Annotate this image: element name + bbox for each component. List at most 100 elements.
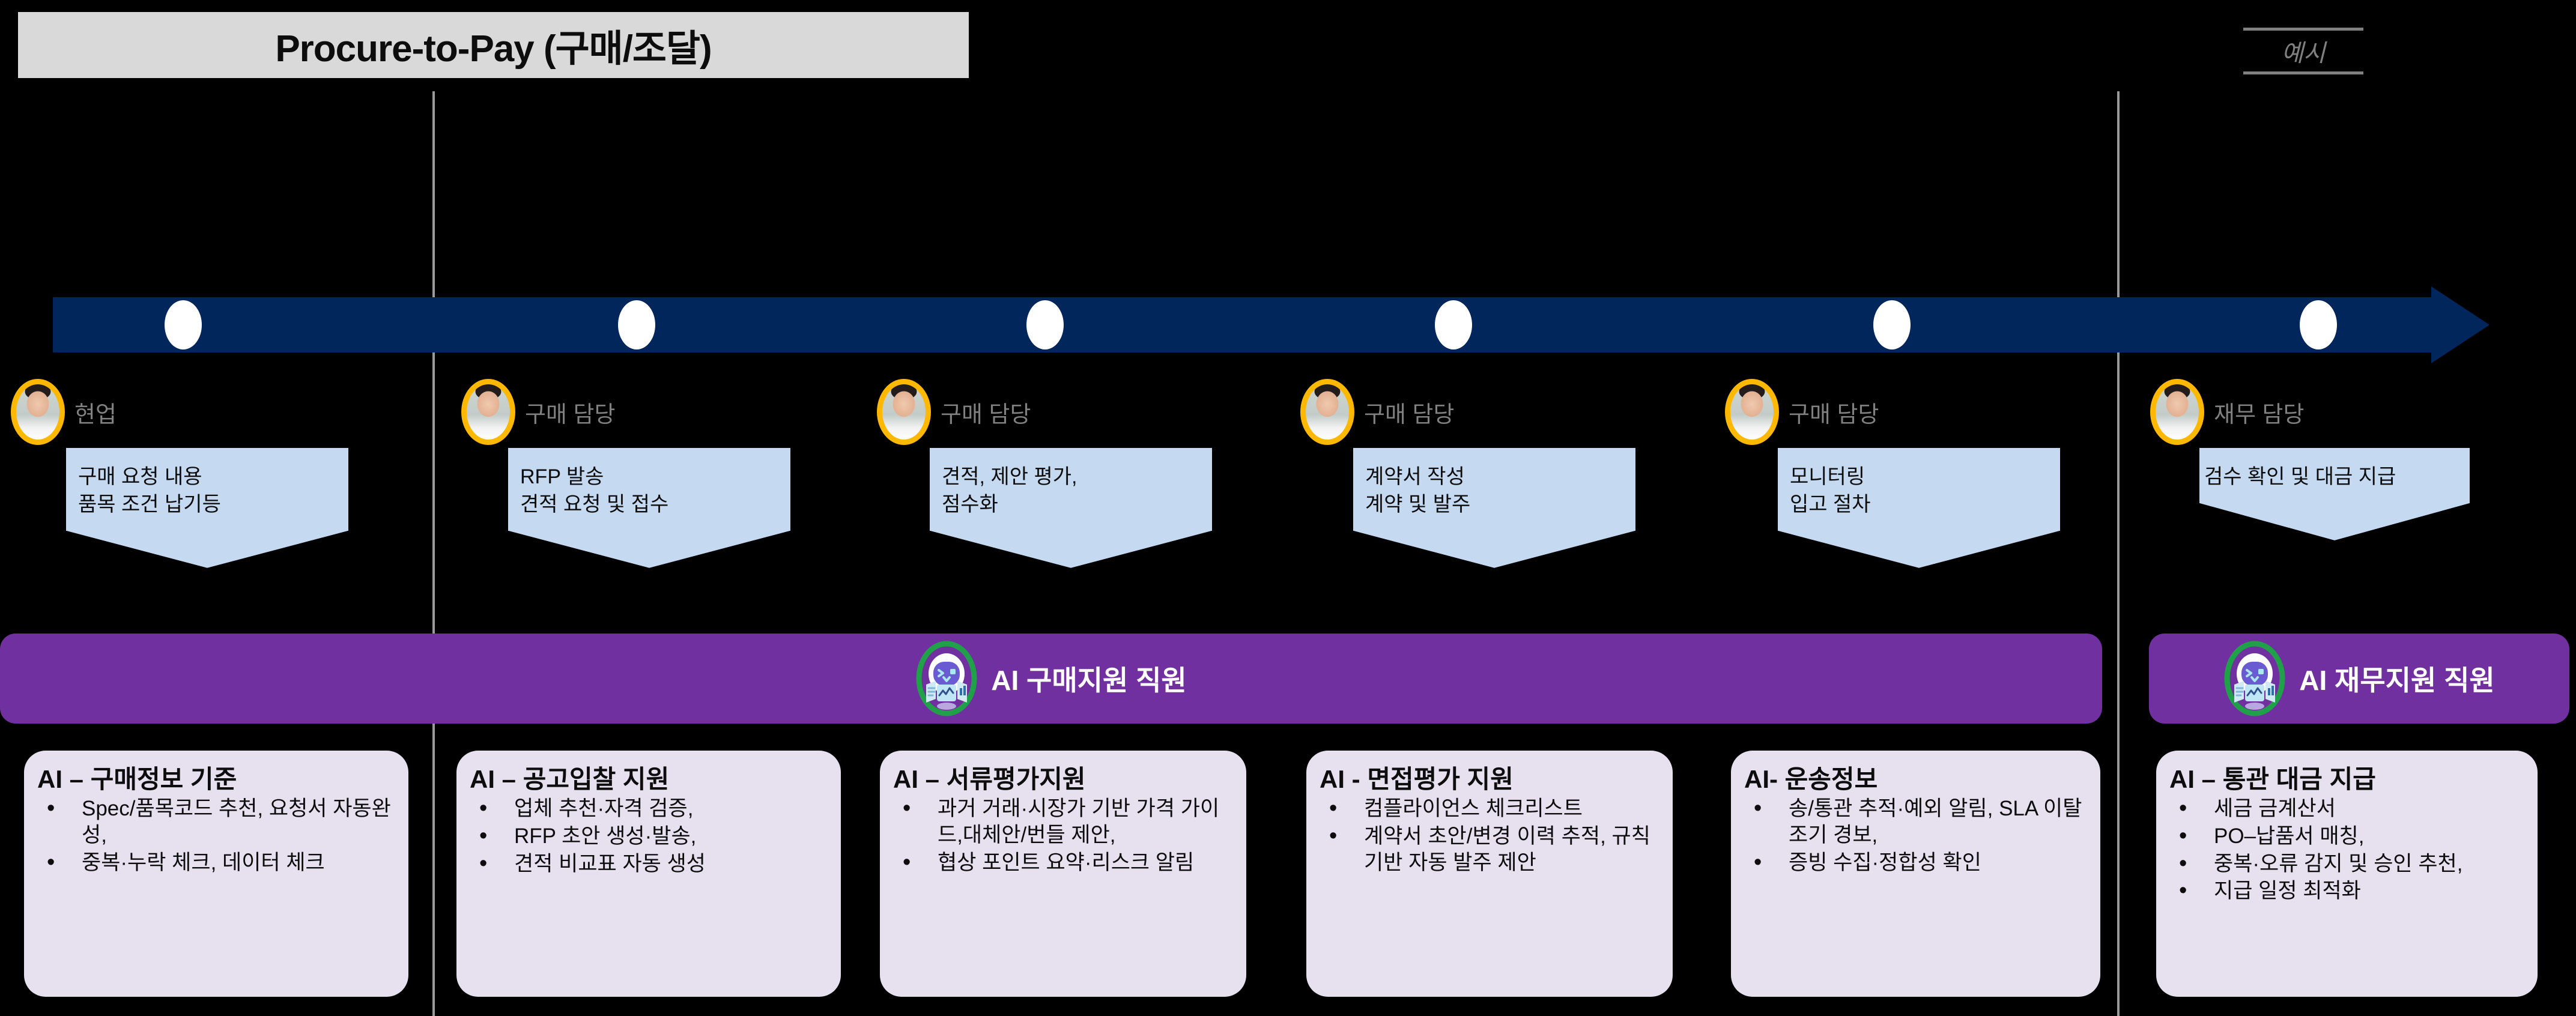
persona-task-line: 점수화 [942, 492, 998, 516]
ai-capability-card[interactable]: AI- 운송정보 송/통관 추적·예외 알림, SLA 이탈 조기 경보, 증빙… [1731, 751, 2100, 997]
ai-capability-card[interactable]: AI – 서류평가지원 과거 거래·시장가 기반 가격 가이드,대체안/번들 제… [880, 751, 1246, 997]
persona-task-line: RFP 발송 [520, 465, 604, 488]
pennant-tail-icon [1778, 530, 2060, 568]
ai-finance-banner: AI 재무지원 직원 [2149, 633, 2569, 724]
ai-card-bullet: 협상 포인트 요약·리스크 알림 [893, 848, 1234, 877]
persona-column: 구매 담당 RFP 발송 견적 요청 및 접수 [461, 379, 790, 568]
avatar-ring [877, 379, 931, 445]
avatar [2150, 379, 2204, 445]
ai-card-bullet: 중복·누락 체크, 데이터 체크 [37, 848, 396, 877]
ai-card-bullet-list: Spec/품목코드 추천, 요청서 자동완성, 중복·누락 체크, 데이터 체크 [37, 794, 396, 877]
example-badge: 예시 [2243, 28, 2363, 74]
persona-role-label: 구매 담당 [1789, 402, 1879, 428]
avatar-ring [1725, 379, 1779, 445]
persona-task-line: 견적 요청 및 접수 [520, 492, 669, 516]
avatar [1300, 379, 1354, 445]
ai-card-bullet: 견적 비교표 자동 생성 [470, 850, 829, 878]
avatar [877, 379, 931, 445]
persona-header: 구매 담당 [877, 379, 1212, 445]
ai-card-title: AI – 서류평가지원 [893, 765, 1086, 793]
ai-card-bullet: 증빙 수집·정합성 확인 [1744, 848, 2088, 877]
persona-header: 구매 담당 [1300, 379, 1635, 445]
pennant-tail-icon [2199, 503, 2470, 540]
avatar-ring [11, 379, 65, 445]
persona-task-pennant: RFP 발송 견적 요청 및 접수 [508, 448, 790, 568]
persona-role-label: 구매 담당 [941, 402, 1031, 428]
persona-task-line: 계약 및 발주 [1365, 492, 1471, 516]
ai-card-bullet: 세금 금계산서 [2169, 794, 2526, 823]
section-divider-right [2117, 91, 2120, 1016]
page-title: Procure-to-Pay (구매/조달) [275, 28, 712, 70]
persona-task-line: 입고 절차 [1790, 492, 1871, 516]
pennant-tail-icon [1353, 530, 1635, 568]
ai-card-bullet: RFP 초안 생성·발송, [470, 822, 829, 850]
persona-task-line: 견적, 제안 평가, [942, 465, 1077, 488]
ai-capability-card[interactable]: AI – 통관 대금 지급 세금 금계산서 PO–납품서 매칭, 중복·오류 감… [2156, 751, 2538, 997]
ai-card-bullet-list: 세금 금계산서 PO–납품서 매칭, 중복·오류 감지 및 승인 추천, 지급 … [2169, 794, 2526, 905]
ai-robot-icon [915, 640, 978, 717]
timeline-node[interactable] [1026, 300, 1064, 349]
persona-header: 재무 담당 [2150, 379, 2470, 445]
avatar-ring [1300, 379, 1354, 445]
ai-capability-card[interactable]: AI – 공고입찰 지원 업체 추천·자격 검증, RFP 초안 생성·발송, … [456, 751, 841, 997]
persona-task-line: 계약서 작성 [1365, 465, 1465, 488]
ai-card-bullet-list: 송/통관 추적·예외 알림, SLA 이탈 조기 경보, 증빙 수집·정합성 확… [1744, 794, 2088, 877]
timeline-node[interactable] [1435, 300, 1472, 349]
ai-card-bullet: Spec/품목코드 추천, 요청서 자동완성, [37, 794, 396, 848]
process-timeline-arrow [53, 286, 2490, 363]
ai-card-bullet: PO–납품서 매칭, [2169, 822, 2526, 850]
timeline-bar [53, 297, 2431, 352]
timeline-node[interactable] [618, 300, 655, 349]
persona-role-label: 구매 담당 [525, 402, 616, 428]
ai-capability-card[interactable]: AI – 구매정보 기준 Spec/품목코드 추천, 요청서 자동완성, 중복·… [24, 751, 408, 997]
ai-card-bullet-list: 업체 추천·자격 검증, RFP 초안 생성·발송, 견적 비교표 자동 생성 [470, 794, 829, 878]
persona-role-label: 재무 담당 [2214, 402, 2305, 428]
persona-column: 재무 담당 검수 확인 및 대금 지급 [2150, 379, 2470, 540]
avatar [461, 379, 515, 445]
avatar [11, 379, 65, 445]
ai-card-title: AI – 통관 대금 지급 [2169, 765, 2376, 793]
persona-header: 구매 담당 [1725, 379, 2060, 445]
ai-banner-label: AI 재무지원 직원 [2299, 665, 2495, 696]
ai-capability-card[interactable]: AI - 면접평가 지원 컴플라이언스 체크리스트 계약서 초안/변경 이력 추… [1306, 751, 1673, 997]
section-divider-left [432, 91, 435, 1016]
persona-task-pennant: 검수 확인 및 대금 지급 [2199, 448, 2470, 540]
avatar [1725, 379, 1779, 445]
persona-column: 구매 담당 계약서 작성 계약 및 발주 [1300, 379, 1635, 568]
persona-task-pennant: 모니터링 입고 절차 [1778, 448, 2060, 568]
ai-card-bullet: 컴플라이언스 체크리스트 [1320, 794, 1661, 823]
timeline-node[interactable] [2300, 300, 2337, 349]
ai-card-title: AI - 면접평가 지원 [1320, 765, 1514, 793]
timeline-node[interactable] [165, 300, 202, 349]
persona-header: 현업 [11, 379, 348, 445]
persona-task-line: 모니터링 [1790, 465, 1865, 488]
timeline-node[interactable] [1873, 300, 1911, 349]
persona-task-pennant: 계약서 작성 계약 및 발주 [1353, 448, 1635, 568]
persona-column: 구매 담당 모니터링 입고 절차 [1725, 379, 2060, 568]
ai-card-bullet: 지급 일정 최적화 [2169, 877, 2526, 905]
ai-card-bullet: 업체 추천·자격 검증, [470, 794, 829, 823]
example-badge-label: 예시 [2281, 40, 2326, 67]
persona-header: 구매 담당 [461, 379, 790, 445]
ai-procurement-banner: AI 구매지원 직원 [0, 633, 2102, 724]
ai-banner-label: AI 구매지원 직원 [991, 665, 1187, 696]
persona-task-line: 품목 조건 납기등 [78, 492, 221, 516]
persona-task-line: 검수 확인 및 대금 지급 [2204, 465, 2396, 488]
slide-title-box: Procure-to-Pay (구매/조달) [18, 12, 969, 78]
persona-column: 현업 구매 요청 내용 품목 조건 납기등 [11, 379, 348, 568]
ai-card-bullet: 중복·오류 감지 및 승인 추천, [2169, 850, 2526, 878]
persona-task-pennant: 구매 요청 내용 품목 조건 납기등 [66, 448, 348, 568]
timeline-arrowhead-icon [2431, 286, 2490, 363]
ai-card-title: AI- 운송정보 [1744, 765, 1878, 793]
ai-card-bullet: 계약서 초안/변경 이력 추적, 규칙 기반 자동 발주 제안 [1320, 822, 1661, 876]
ai-card-title: AI – 공고입찰 지원 [470, 765, 670, 793]
ai-card-bullet: 과거 거래·시장가 기반 가격 가이드,대체안/번들 제안, [893, 794, 1234, 848]
ai-card-bullet-list: 컴플라이언스 체크리스트 계약서 초안/변경 이력 추적, 규칙 기반 자동 발… [1320, 794, 1661, 876]
persona-role-label: 현업 [74, 402, 117, 428]
persona-role-label: 구매 담당 [1364, 402, 1455, 428]
pennant-tail-icon [930, 530, 1212, 568]
persona-task-line: 구매 요청 내용 [78, 465, 202, 488]
pennant-tail-icon [66, 530, 348, 568]
pennant-tail-icon [508, 530, 790, 568]
